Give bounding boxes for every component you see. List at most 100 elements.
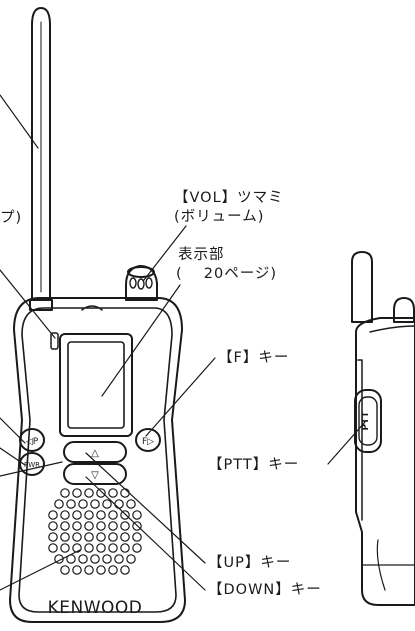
- leader-lines: [0, 94, 366, 591]
- speaker-hole: [90, 554, 100, 564]
- speaker-hole: [102, 499, 112, 509]
- speaker-hole: [108, 521, 118, 531]
- label-up-key: 【UP】キー: [208, 555, 292, 571]
- speaker-hole: [120, 521, 130, 531]
- label-vol-desc: (ボリューム): [174, 209, 265, 225]
- radio-body: [9, 297, 186, 623]
- speaker-hole: [48, 510, 58, 520]
- speaker-hole: [120, 532, 130, 542]
- label-down-key: 【DOWN】キー: [208, 582, 322, 598]
- leader-ptt: [327, 421, 366, 465]
- speaker-hole: [114, 499, 124, 509]
- speaker-hole: [84, 510, 94, 520]
- down-button: ▽: [63, 463, 127, 485]
- speaker-hole: [60, 532, 70, 542]
- speaker-grille: [48, 488, 142, 575]
- label-ptt-key: 【PTT】キー: [208, 457, 300, 473]
- up-button: △: [63, 441, 127, 463]
- pwr-button-label: PWR: [24, 461, 40, 469]
- leader-down: [85, 476, 206, 591]
- speaker-hole: [48, 543, 58, 553]
- speaker-hole: [132, 543, 142, 553]
- speaker-hole: [120, 543, 130, 553]
- speaker-hole: [108, 532, 118, 542]
- label-cut-off: プ): [0, 210, 23, 226]
- leader-antenna: [0, 94, 39, 149]
- speaker-hole: [54, 499, 64, 509]
- label-f-key: 【F】キー: [218, 350, 290, 366]
- side-knob: [393, 297, 415, 323]
- speaker-hole: [72, 521, 82, 531]
- vol-knob: [125, 265, 158, 301]
- speaker-hole: [120, 565, 130, 575]
- speaker-hole: [84, 565, 94, 575]
- speaker-hole: [96, 510, 106, 520]
- leader-led: [0, 269, 56, 339]
- speaker-hole: [72, 488, 82, 498]
- side-antenna: [351, 251, 373, 323]
- leader-up: [85, 452, 206, 564]
- speaker-hole: [78, 554, 88, 564]
- speaker-hole: [84, 532, 94, 542]
- speaker-hole: [108, 510, 118, 520]
- speaker-hole: [78, 499, 88, 509]
- leader-speaker: [0, 461, 63, 477]
- lp-button: ◁P: [19, 428, 45, 452]
- speaker-hole: [96, 488, 106, 498]
- leader-mic: [0, 549, 81, 591]
- speaker-hole: [132, 532, 142, 542]
- side-body: [355, 317, 415, 606]
- pwr-button: PWR: [19, 452, 45, 476]
- speaker-hole: [48, 532, 58, 542]
- label-display: 表示部: [178, 247, 225, 263]
- speaker-hole: [108, 543, 118, 553]
- label-display-page: ( 20ページ): [176, 266, 278, 282]
- speaker-hole: [60, 543, 70, 553]
- speaker-hole: [108, 488, 118, 498]
- speaker-hole: [72, 565, 82, 575]
- speaker-hole: [84, 488, 94, 498]
- down-button-label: ▽: [91, 470, 99, 481]
- speaker-hole: [96, 521, 106, 531]
- speaker-hole: [90, 499, 100, 509]
- f-button: F▷: [135, 428, 161, 452]
- label-vol-key: 【VOL】ツマミ: [174, 190, 284, 206]
- speaker-hole: [60, 521, 70, 531]
- speaker-hole: [132, 521, 142, 531]
- leader-display: [101, 284, 181, 397]
- speaker-hole: [72, 532, 82, 542]
- speaker-hole: [126, 499, 136, 509]
- speaker-hole: [72, 510, 82, 520]
- led: [50, 332, 59, 350]
- side-ptt-button: PTT: [354, 389, 382, 453]
- speaker-hole: [96, 543, 106, 553]
- speaker-hole: [102, 554, 112, 564]
- speaker-hole: [120, 510, 130, 520]
- brand-logo: KENWOOD: [48, 598, 143, 618]
- speaker-hole: [72, 543, 82, 553]
- display-window: [59, 333, 133, 437]
- leader-pwr: [0, 447, 26, 466]
- speaker-hole: [114, 554, 124, 564]
- up-button-label: △: [91, 448, 99, 459]
- speaker-hole: [60, 510, 70, 520]
- f-button-label: F▷: [142, 437, 154, 447]
- lp-button-label: ◁P: [26, 437, 39, 447]
- speaker-hole: [48, 521, 58, 531]
- speaker-hole: [96, 565, 106, 575]
- speaker-hole: [84, 543, 94, 553]
- speaker-hole: [60, 488, 70, 498]
- speaker-hole: [120, 488, 130, 498]
- speaker-hole: [108, 565, 118, 575]
- leader-f: [145, 357, 216, 437]
- speaker-hole: [126, 554, 136, 564]
- leader-vol: [143, 225, 187, 281]
- speaker-hole: [132, 510, 142, 520]
- side-ptt-label: PTT: [361, 411, 371, 431]
- speaker-hole: [60, 565, 70, 575]
- antenna: [29, 7, 53, 311]
- speaker-hole: [84, 521, 94, 531]
- speaker-hole: [96, 532, 106, 542]
